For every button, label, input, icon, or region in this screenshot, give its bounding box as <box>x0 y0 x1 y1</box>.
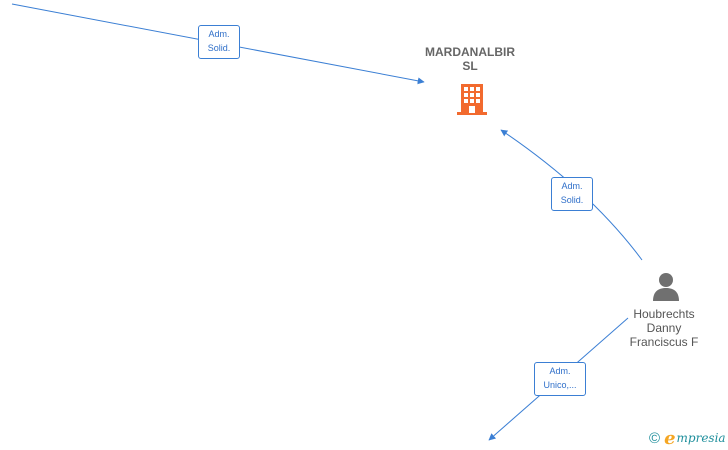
person-icon[interactable] <box>651 271 681 301</box>
brand-name: mpresia <box>676 431 726 445</box>
edge-label-line1: Adm. <box>561 181 583 191</box>
brand-watermark: © e mpresia <box>649 427 726 449</box>
building-icon[interactable] <box>456 82 488 116</box>
edge-label-person-down[interactable]: Adm. Unico,... <box>534 362 586 396</box>
company-label[interactable]: MARDANALBIR SL <box>410 45 530 73</box>
person-name-line1: Houbrechts <box>633 307 695 321</box>
edge-label-line1: Adm. <box>208 29 230 39</box>
edge-label-line2: Unico,... <box>543 380 577 390</box>
company-name-line2: SL <box>462 59 478 73</box>
copyright-icon: © <box>649 429 661 447</box>
edge-label-line2: Solid. <box>560 195 584 205</box>
brand-initial: e <box>664 427 676 449</box>
edge-label-top-left[interactable]: Adm. Solid. <box>198 25 240 59</box>
person-name-line2: Danny <box>646 321 682 335</box>
edge-label-line2: Solid. <box>207 43 231 53</box>
company-name-line1: MARDANALBIR <box>425 45 515 59</box>
person-name-line3: Franciscus F <box>629 335 699 349</box>
edge-label-line1: Adm. <box>549 366 571 376</box>
edge-label-person-company[interactable]: Adm. Solid. <box>551 177 593 211</box>
person-label[interactable]: Houbrechts Danny Franciscus F <box>612 307 716 349</box>
